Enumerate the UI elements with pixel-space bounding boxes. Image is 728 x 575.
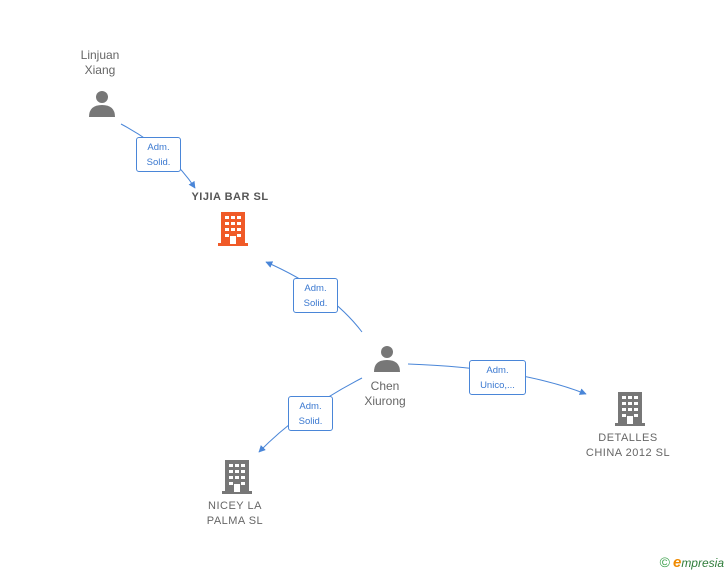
person-name-line1: Linjuan bbox=[80, 48, 120, 62]
person-name-line2: Xiurong bbox=[364, 394, 406, 408]
edge-role-line1: Adm. bbox=[299, 401, 322, 412]
edge-role-line1: Adm. bbox=[304, 283, 327, 294]
company-label-nicey[interactable]: NICEY LA PALMA SL bbox=[175, 499, 295, 529]
person-name-line2: Xiang bbox=[84, 63, 116, 77]
edge-role-line2: Solid. bbox=[298, 416, 323, 427]
person-label-linjuan[interactable]: Linjuan Xiang bbox=[60, 48, 140, 78]
company-label-detalles[interactable]: DETALLES CHINA 2012 SL bbox=[568, 431, 688, 461]
edge-label-chen-nicey[interactable]: Adm. Solid. bbox=[288, 396, 333, 431]
building-icon[interactable] bbox=[218, 212, 248, 246]
edge-role-line2: Unico,... bbox=[480, 380, 515, 391]
company-label-yijia[interactable]: YIJIA BAR SL bbox=[170, 190, 290, 205]
person-label-chen[interactable]: Chen Xiurong bbox=[345, 379, 425, 409]
edge-label-chen-detalles[interactable]: Adm. Unico,... bbox=[469, 360, 526, 395]
company-name-line1: YIJIA BAR SL bbox=[191, 191, 269, 203]
person-name-line1: Chen bbox=[370, 379, 400, 393]
building-icon[interactable] bbox=[615, 392, 645, 426]
company-name-line1: NICEY LA bbox=[208, 500, 262, 512]
brand-name: mpresia bbox=[681, 556, 724, 570]
edge-label-chen-yijia[interactable]: Adm. Solid. bbox=[293, 278, 338, 313]
edge-label-linjuan-yijia[interactable]: Adm. Solid. bbox=[136, 137, 181, 172]
building-icon[interactable] bbox=[222, 460, 252, 494]
company-name-line2: CHINA 2012 SL bbox=[585, 447, 671, 459]
edge-role-line2: Solid. bbox=[303, 298, 328, 309]
company-name-line2: PALMA SL bbox=[206, 515, 264, 527]
company-name-line1: DETALLES bbox=[598, 432, 658, 444]
brand-logo: ©empresia bbox=[660, 554, 724, 571]
copyright-icon: © bbox=[659, 554, 670, 570]
brand-initial: e bbox=[672, 554, 682, 571]
edge-role-line2: Solid. bbox=[146, 157, 171, 168]
person-icon[interactable] bbox=[87, 88, 117, 118]
edge-role-line1: Adm. bbox=[486, 365, 509, 376]
edge-role-line1: Adm. bbox=[147, 142, 170, 153]
person-icon[interactable] bbox=[372, 343, 402, 373]
